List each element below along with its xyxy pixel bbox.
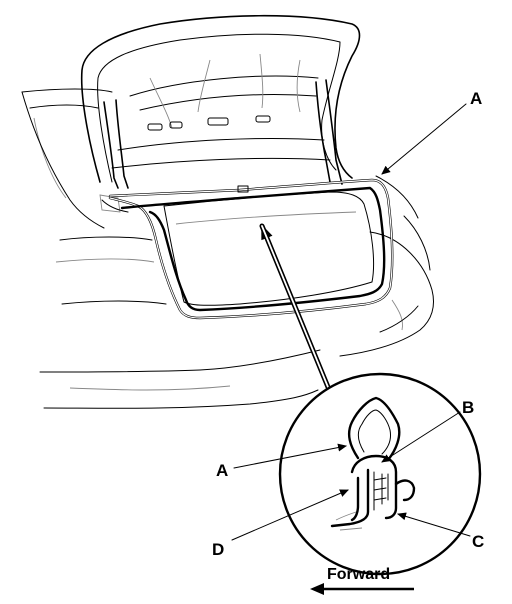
label-a-top: A [470, 89, 482, 108]
leader-d [231, 489, 349, 541]
label-c: C [472, 532, 484, 551]
forward-label: Forward [327, 566, 390, 583]
trunk-lid [80, 14, 361, 189]
label-b: B [462, 398, 474, 417]
car-body [21, 88, 434, 409]
leader-a-top [381, 103, 467, 175]
trunk-opening [101, 178, 394, 320]
label-a-detail: A [216, 461, 228, 480]
detail-pointer-arrow [259, 223, 333, 395]
leader-b [381, 411, 461, 463]
leader-c [397, 512, 471, 537]
detail-circle [278, 372, 482, 576]
leader-a-detail [233, 443, 347, 469]
label-d: D [212, 540, 224, 559]
forward-arrow-icon [310, 583, 414, 595]
detail-view [278, 372, 482, 576]
